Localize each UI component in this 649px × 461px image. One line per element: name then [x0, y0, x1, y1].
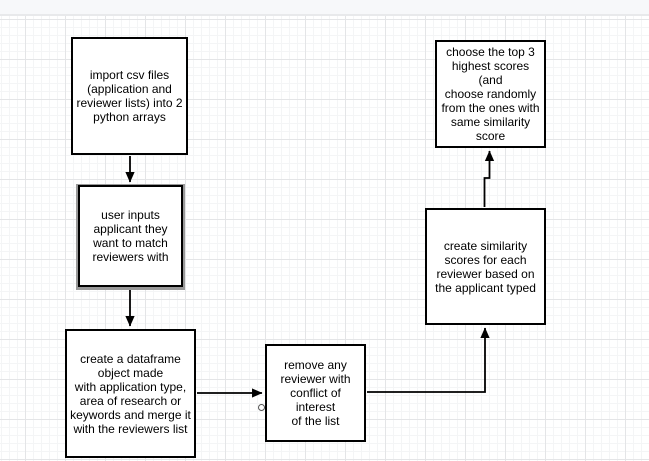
flowchart-node-import-csv[interactable]: import csv files (application and review… [71, 37, 188, 155]
flowchart-node-user-input[interactable]: user inputs applicant they want to match… [78, 185, 183, 287]
node-label: create similarity scores for each review… [435, 238, 536, 295]
flowchart-node-remove-conflict[interactable]: remove any reviewer with conflict of int… [265, 344, 366, 442]
connector-conflict-to-similarity[interactable] [367, 327, 490, 393]
node-label: remove any reviewer with conflict of int… [280, 358, 351, 428]
connection-point-dot [258, 404, 265, 411]
node-label: user inputs applicant they want to match… [92, 208, 169, 264]
app-chrome-strip [0, 0, 649, 16]
node-label: choose the top 3 highest scores (and cho… [441, 45, 540, 143]
node-label: create a dataframe object made with appl… [70, 351, 191, 436]
flowchart-node-similarity-scores[interactable]: create similarity scores for each review… [425, 208, 546, 325]
connector-similarity-to-top3[interactable] [483, 150, 495, 207]
flowchart-node-choose-top3[interactable]: choose the top 3 highest scores (and cho… [435, 40, 546, 148]
node-label: import csv files (application and review… [76, 68, 183, 124]
flowchart-node-create-dataframe[interactable]: create a dataframe object made with appl… [65, 329, 196, 458]
